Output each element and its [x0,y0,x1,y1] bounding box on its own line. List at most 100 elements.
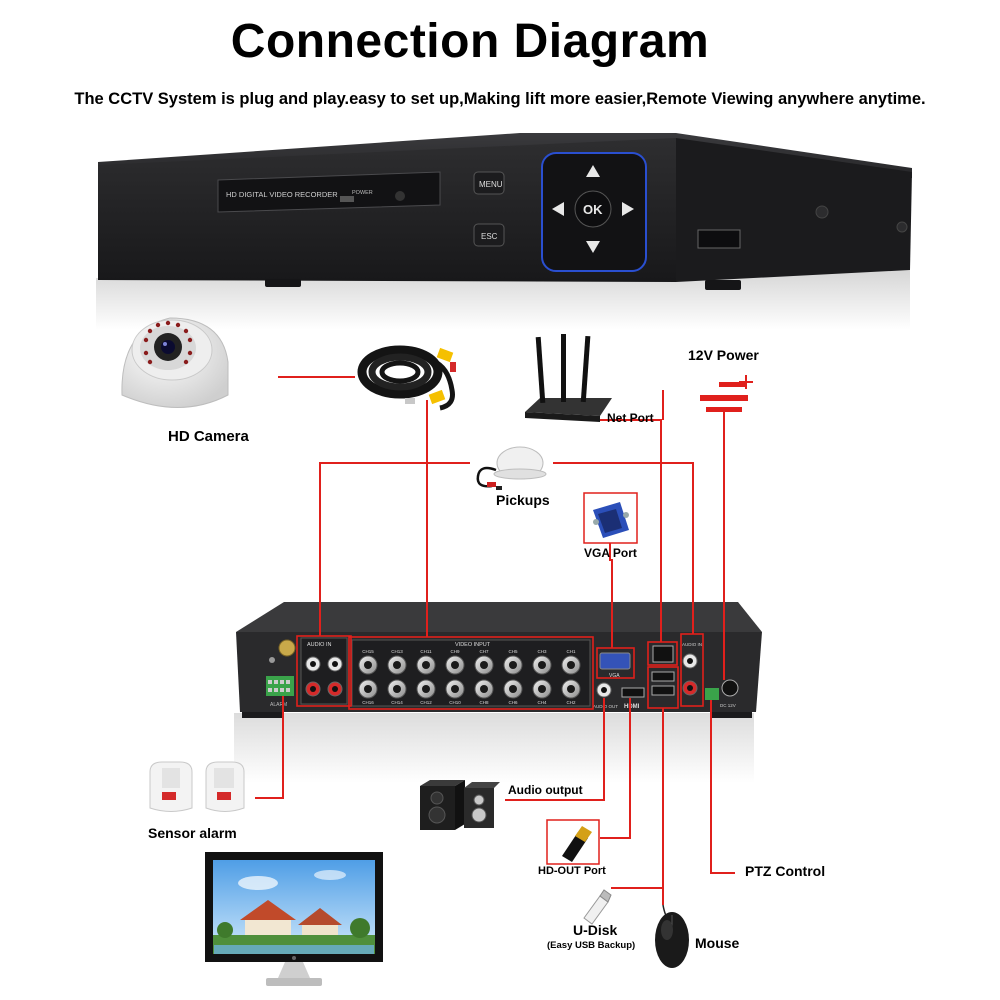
foot-icon [265,279,301,287]
rear-reflection [234,713,754,783]
dvr-side-face [676,138,912,282]
esc-button [473,223,505,247]
channel-label: CH2 [566,700,575,705]
bnc-connector-core [480,661,488,669]
bnc-connector-core [422,685,430,693]
channel-label: CH16 [362,700,374,705]
screw-icon [269,657,275,663]
u-disk-note: (Easy USB Backup) [547,940,636,951]
sensor-alarm-image [149,761,245,812]
rear-top-surface [236,602,762,632]
connection-wires [255,376,735,905]
screw-icon [896,221,908,233]
video-input-block [351,639,591,707]
channel-label: CH15 [362,649,374,654]
ground-screw-icon [278,639,296,657]
dvr-display-text: HD DIGITAL VIDEO RECORDER [226,190,338,199]
usb-port-2 [651,685,675,696]
bnc-connector-core [509,685,517,693]
led-icon [340,196,354,202]
channel-label: CH4 [537,700,546,705]
battery-icon [700,375,753,432]
ok-button-label: OK [583,202,603,217]
channel-label: CH3 [537,649,546,654]
hdmi-cable-image [562,826,592,862]
arrow-right-icon [622,202,634,216]
front-usb-slot [697,229,741,249]
mouse-label: Mouse [695,935,740,951]
net-port-label: Net Port [607,411,654,425]
foot-icon [705,280,741,290]
hd-camera-image [121,317,229,408]
channel-label: CH10 [449,700,461,705]
channel-label: CH9 [450,649,459,654]
dvr-front-unit: HD DIGITAL VIDEO RECORDER POWER MENU ESC… [96,133,912,330]
vga-port-label: VGA [609,673,620,679]
bnc-connector-core [451,661,459,669]
bnc-connector-core [538,685,546,693]
monitor-image [205,852,383,986]
ptz-control-label: PTZ Control [745,863,826,879]
pickup-microphone-image [476,446,547,490]
hdmi-port [621,687,645,698]
arrow-left-icon [552,202,564,216]
arrow-down-icon [586,241,600,253]
bnc-connector-core [393,661,401,669]
bnc-connector-core [509,661,517,669]
foot-icon [712,712,752,718]
bnc-connector-core [567,685,575,693]
vga-port-label-text: VGA Port [584,546,637,560]
vga-connector-image [593,502,629,538]
arrow-up-icon [586,165,600,177]
channel-label: CH5 [508,649,517,654]
usb-port-1 [651,671,675,682]
bnc-connector-core [451,685,459,693]
hdmi-logo: HDMI [624,704,640,710]
bnc-cable-image [357,345,456,411]
channel-label: CH14 [391,700,403,705]
power-label: 12V Power [688,347,759,363]
channel-label: CH12 [420,700,432,705]
bnc-connector-core [422,661,430,669]
dvr-power-text: POWER [352,190,373,196]
bnc-connector-core [364,685,372,693]
video-input-label: VIDEO INPUT [455,642,491,648]
mouse-image [655,904,689,968]
ptz-terminal [705,688,719,700]
dvr-display-window [217,171,441,213]
hd-camera-label: HD Camera [168,428,249,445]
hd-out-label: HD-OUT Port [538,865,606,877]
page-title: Connection Diagram [230,15,710,68]
foot-icon [242,712,282,718]
u-disk-label: U-Disk [573,922,618,938]
bnc-connector-core [538,661,546,669]
router-image [525,334,612,422]
esc-button-label: ESC [481,232,498,241]
u-disk-image [583,889,612,925]
channel-label: CH11 [420,649,432,654]
channel-label: CH8 [479,700,488,705]
ok-button [574,190,612,228]
audio-output-label: Audio output [508,783,583,797]
speakers-image [420,780,500,830]
channel-label: CH6 [508,700,517,705]
vga-port [599,652,631,670]
alarm-label: ALARM [270,702,287,708]
channel-label: CH7 [479,649,488,654]
audio-out-label: AUDIO OUT [593,704,618,709]
audio-in-2-label: AUDIO IN [682,642,702,647]
pickups-label: Pickups [496,492,550,508]
hdmi-frame [546,819,600,865]
menu-button-label: MENU [479,180,503,189]
screw-icon [815,205,829,219]
dvr-front-face [98,138,676,282]
dc-power-jack [721,679,739,697]
bnc-connector-core [364,661,372,669]
page-subtitle: The CCTV System is plug and play.easy to… [74,90,926,108]
sensor-alarm-label: Sensor alarm [148,825,237,841]
alarm-terminal [266,676,294,696]
